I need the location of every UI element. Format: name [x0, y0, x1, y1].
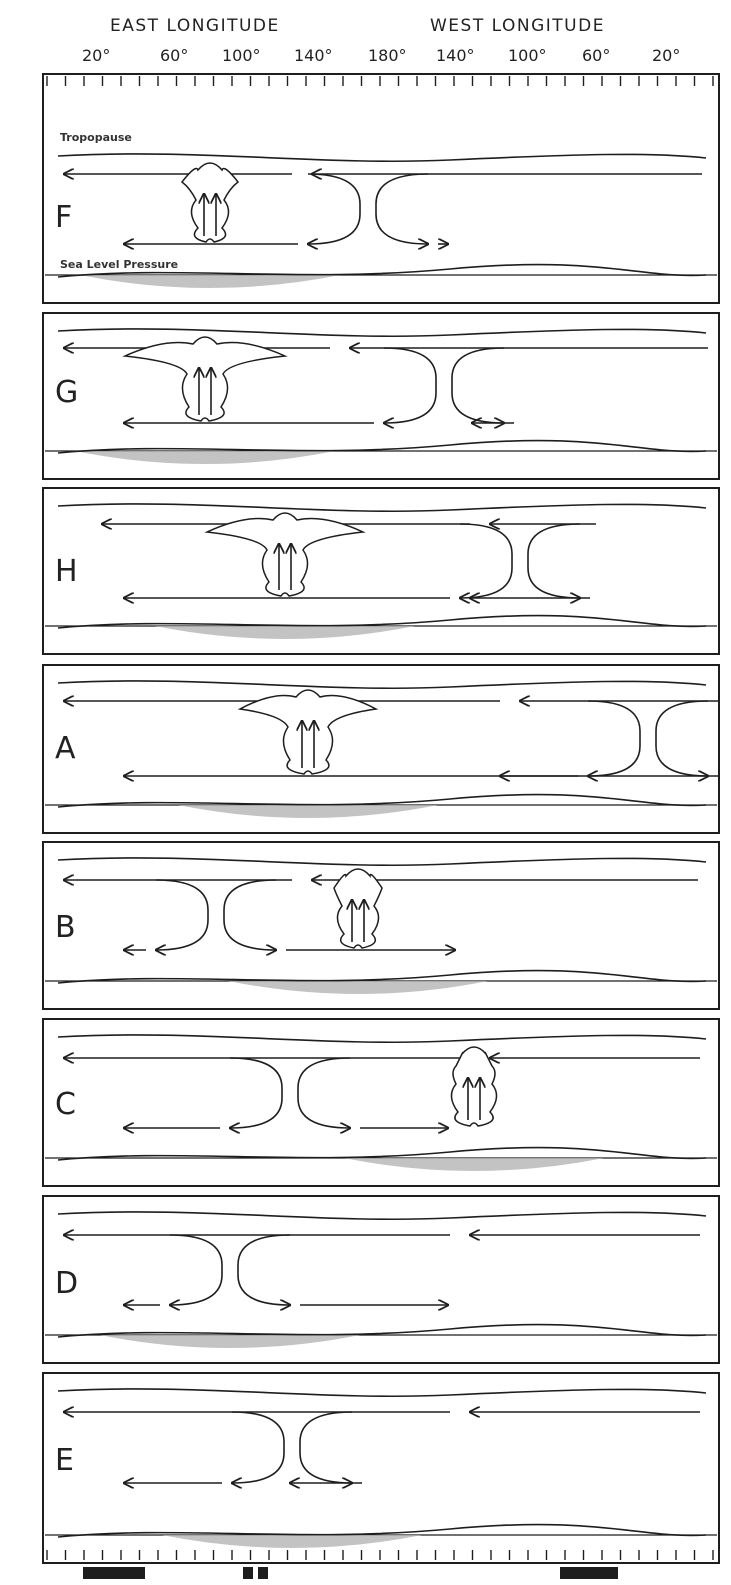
descending-branch-west: [460, 524, 512, 598]
convection-cloud: [182, 163, 238, 242]
pressure-anomaly-shading: [155, 626, 415, 639]
panel-label-d: D: [55, 1266, 78, 1301]
bottom-legend-bars: [83, 1567, 618, 1579]
tropopause-line: [58, 504, 706, 511]
legend-bar: [560, 1567, 618, 1579]
legend-bar: [83, 1567, 145, 1579]
pressure-anomaly-shading: [100, 1335, 360, 1348]
convection-cloud: [334, 869, 382, 948]
descending-branch-west: [308, 174, 360, 244]
panel-g: [43, 313, 719, 479]
pressure-anomaly-shading: [162, 1535, 422, 1548]
panel-label-a: A: [55, 731, 76, 766]
descending-branch-east: [376, 174, 428, 244]
convection-cloud: [125, 337, 285, 421]
panel-b: [43, 842, 719, 1009]
pressure-anomaly-shading: [80, 275, 340, 288]
panel-c: [43, 1019, 719, 1186]
cloud-outline: [451, 1047, 496, 1126]
tropopause-line: [58, 1035, 706, 1042]
panel-h: [43, 488, 719, 654]
descending-branch-west: [384, 348, 436, 423]
descending-branch-east: [224, 880, 276, 950]
descending-branch-west: [170, 1235, 222, 1305]
panel-e: [43, 1373, 719, 1563]
panel-label-b: B: [55, 910, 76, 945]
tropopause-line: [58, 329, 706, 336]
panel-label-g: G: [55, 375, 78, 410]
legend-bar: [258, 1567, 268, 1579]
cloud-outline: [334, 869, 382, 948]
tropopause-line: [58, 1389, 706, 1396]
cloud-outline: [207, 513, 363, 596]
panel-label-c: C: [55, 1087, 76, 1122]
descending-branch-east: [238, 1235, 290, 1305]
panel-a: [43, 665, 719, 833]
descending-branch-east: [656, 701, 708, 776]
legend-bar: [243, 1567, 253, 1579]
panel-d: [43, 1196, 719, 1363]
tropopause-line: [58, 858, 706, 865]
descending-branch-east: [300, 1412, 352, 1483]
cloud-outline: [182, 163, 238, 242]
descending-branch-west: [156, 880, 208, 950]
cloud-outline: [240, 690, 376, 774]
panel-label-f: F: [55, 200, 72, 235]
pressure-anomaly-shading: [344, 1158, 604, 1171]
tropopause-line: [58, 154, 706, 161]
tropopause-label: Tropopause: [60, 131, 132, 144]
descending-branch-west: [230, 1058, 282, 1128]
convection-cloud: [240, 690, 376, 774]
pressure-anomaly-shading: [178, 805, 438, 818]
tropopause-line: [58, 681, 706, 688]
descending-branch-west: [232, 1412, 284, 1483]
cloud-outline: [125, 337, 285, 421]
descending-branch-east: [528, 524, 580, 598]
convection-cloud: [207, 513, 363, 596]
descending-branch-east: [298, 1058, 350, 1128]
convection-cloud: [451, 1047, 496, 1126]
pressure-anomaly-shading: [228, 981, 488, 994]
tropopause-line: [58, 1212, 706, 1219]
descending-branch-west: [588, 701, 640, 776]
pressure-anomaly-shading: [75, 451, 335, 464]
panel-label-e: E: [55, 1443, 74, 1478]
sea-level-pressure-label: Sea Level Pressure: [60, 258, 178, 271]
descending-branch-east: [452, 348, 504, 423]
panel-label-h: H: [55, 554, 78, 589]
